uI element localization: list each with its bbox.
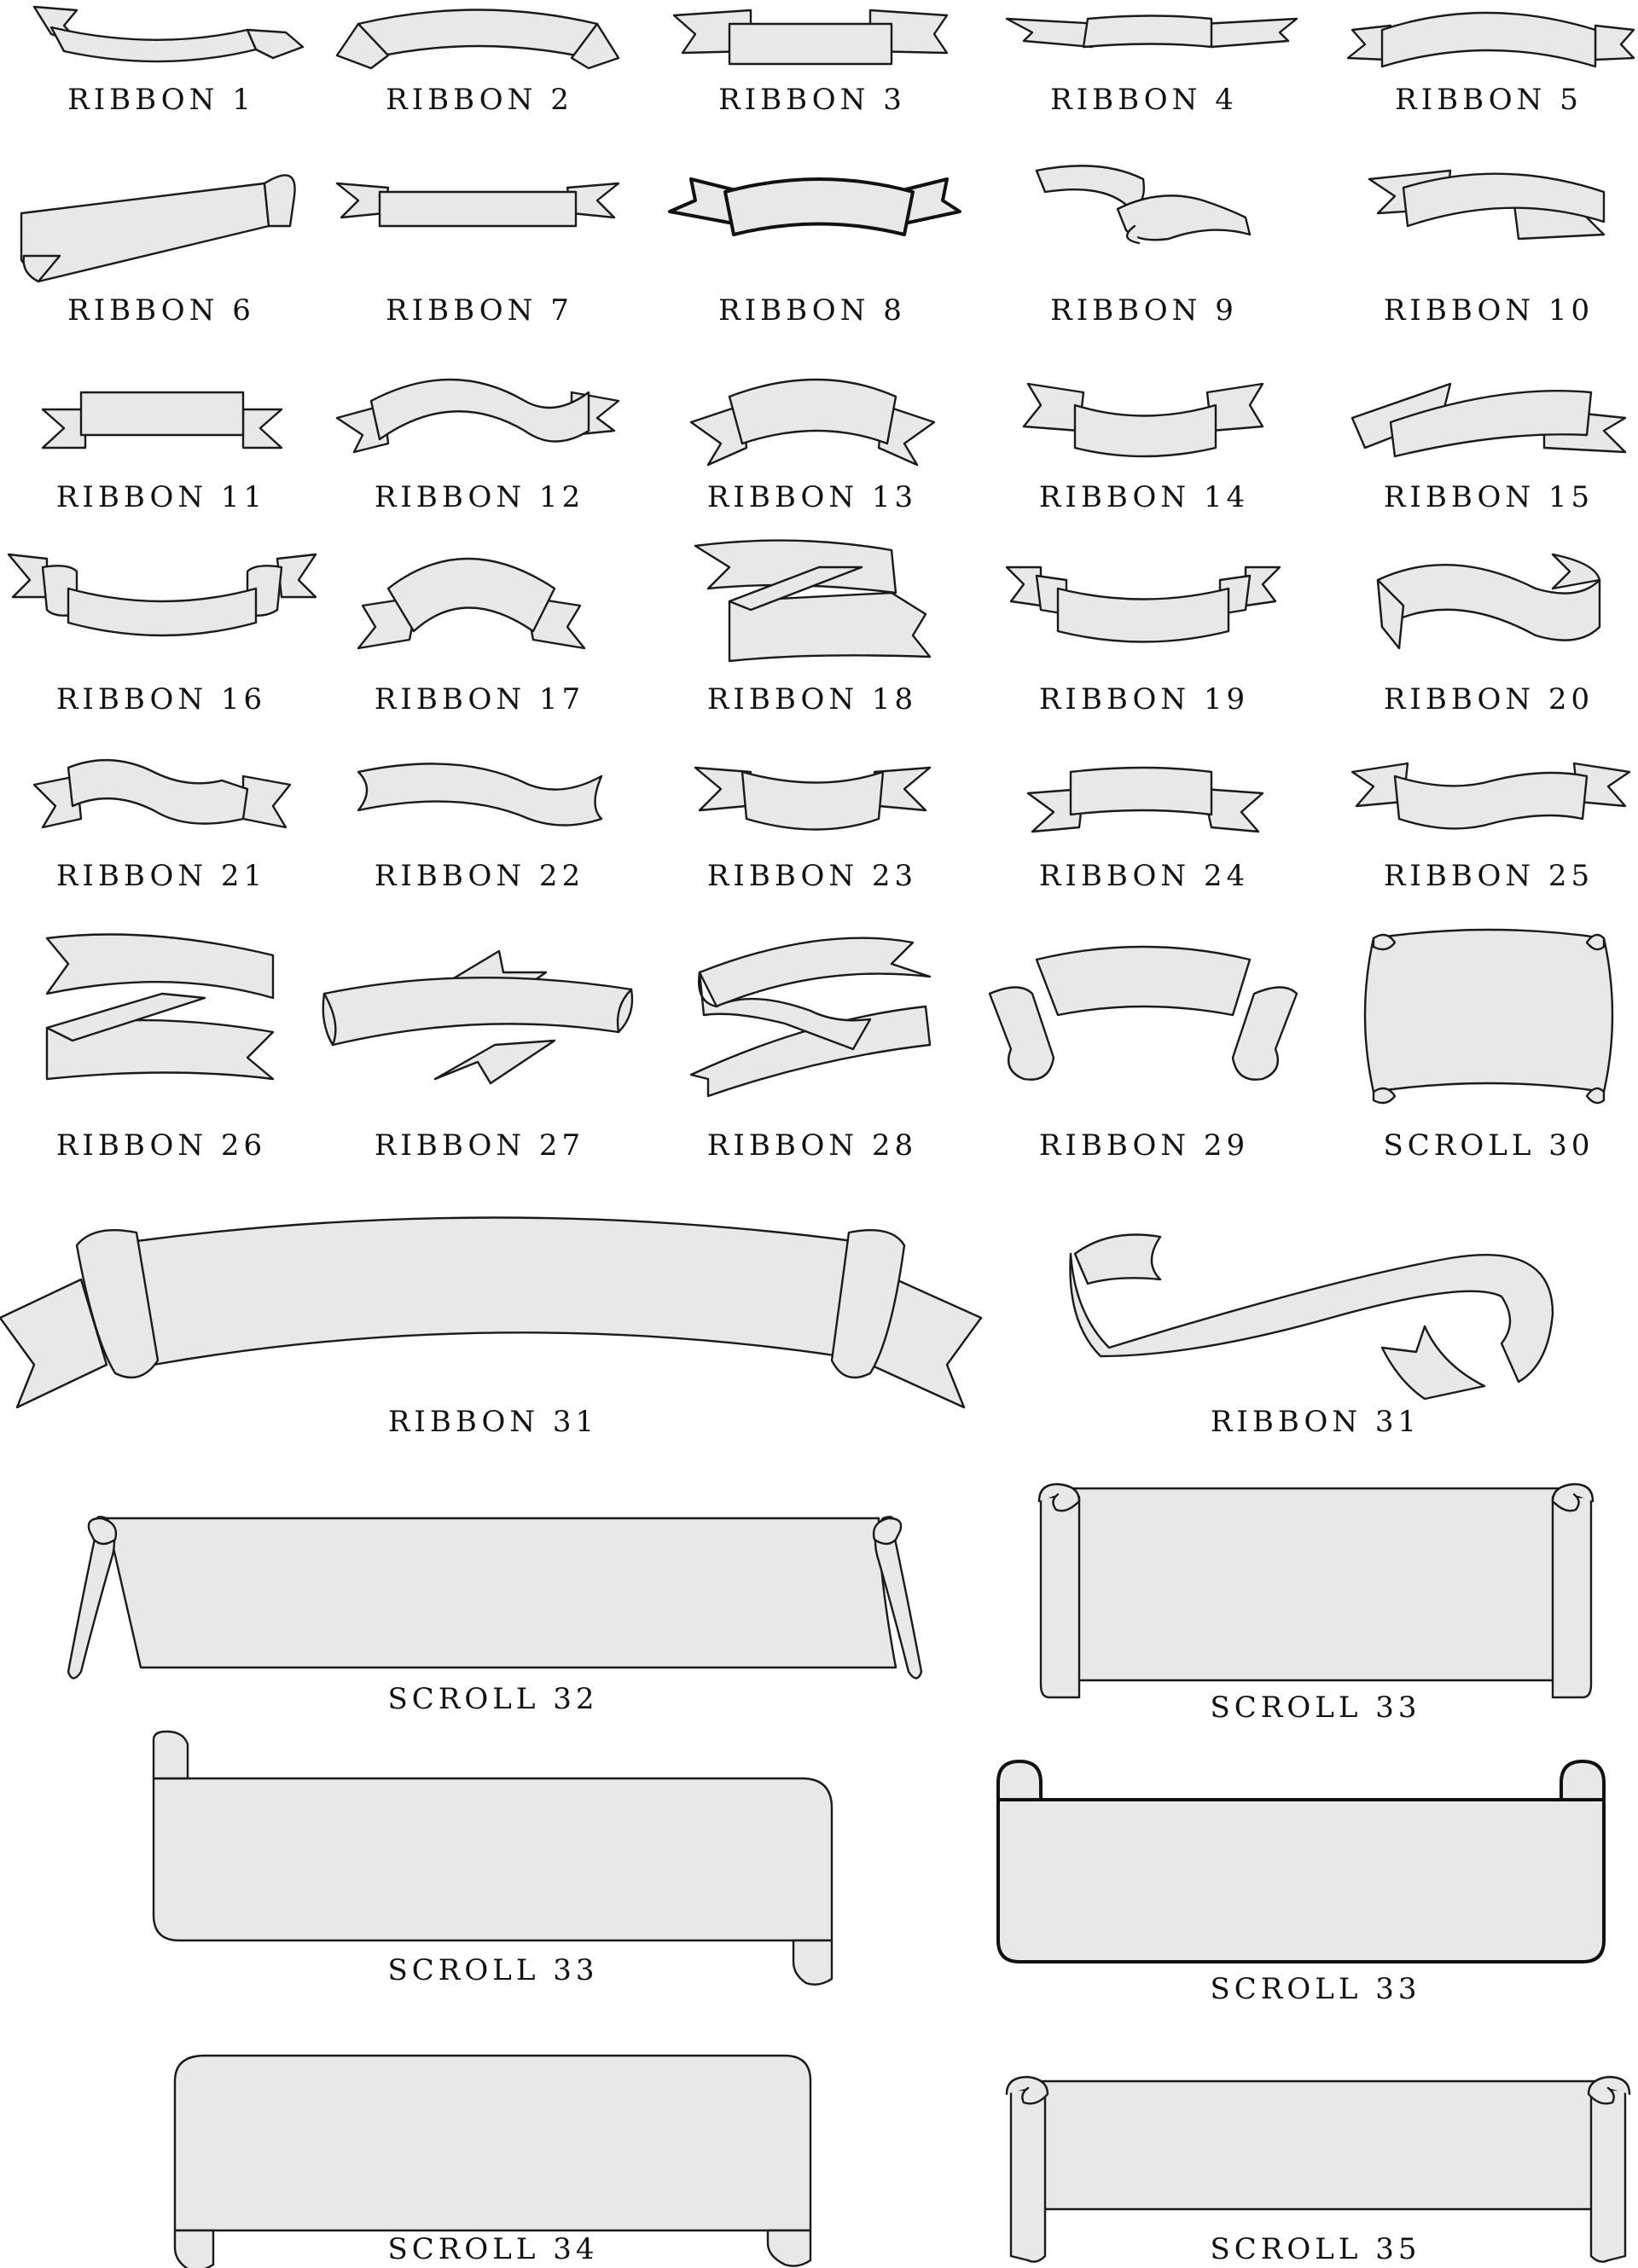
ribbon-7-graphic: [335, 182, 620, 228]
label-ribbon-9: RIBBON 9: [1050, 293, 1238, 328]
label-ribbon-24: RIBBON 24: [1038, 859, 1250, 893]
ribbon-31-left-graphic: [0, 1216, 983, 1409]
label-ribbon-25: RIBBON 25: [1383, 859, 1594, 893]
label-ribbon-15: RIBBON 15: [1383, 480, 1594, 514]
ribbon-3-graphic: [672, 9, 949, 66]
label-ribbon-26: RIBBON 26: [55, 1128, 267, 1163]
label-scroll-30: SCROLL 30: [1383, 1128, 1594, 1163]
ribbon-26-graphic: [45, 933, 275, 1081]
label-scroll-34: SCROLL 34: [387, 2232, 599, 2266]
ribbon-1-graphic: [32, 5, 305, 63]
ribbon-29-graphic: [988, 945, 1298, 1081]
label-scroll-35: SCROLL 35: [1210, 2232, 1421, 2266]
ribbon-2-graphic: [335, 9, 620, 70]
scroll-30-graphic: [1363, 928, 1614, 1105]
label-scroll-33-a: SCROLL 33: [1210, 1691, 1421, 1725]
ribbon-15-graphic: [1350, 382, 1627, 458]
label-ribbon-14: RIBBON 14: [1038, 480, 1250, 514]
label-ribbon-21: RIBBON 21: [55, 859, 267, 893]
ribbon-10-graphic: [1368, 169, 1606, 241]
label-scroll-33-b: SCROLL 33: [387, 1953, 599, 1987]
ribbon-28-graphic: [689, 937, 932, 1098]
label-ribbon-17: RIBBON 17: [374, 682, 585, 716]
ribbon-14-graphic: [1022, 382, 1264, 458]
label-scroll-32: SCROLL 32: [387, 1682, 599, 1716]
label-ribbon-31-left: RIBBON 31: [387, 1405, 599, 1439]
label-ribbon-3: RIBBON 3: [718, 83, 906, 117]
label-ribbon-7: RIBBON 7: [386, 293, 573, 328]
scroll-35-graphic: [1005, 2075, 1631, 2263]
ribbon-20-graphic: [1376, 553, 1601, 650]
label-scroll-33-c: SCROLL 33: [1210, 1972, 1421, 2006]
ribbon-23-graphic: [694, 766, 932, 831]
label-ribbon-13: RIBBON 13: [706, 480, 918, 514]
ribbon-24-graphic: [1026, 766, 1264, 833]
label-ribbon-29: RIBBON 29: [1038, 1128, 1250, 1163]
ribbon-5-graphic: [1346, 11, 1635, 68]
label-ribbon-10: RIBBON 10: [1383, 293, 1594, 328]
ribbon-6-graphic: [20, 174, 296, 283]
label-ribbon-12: RIBBON 12: [374, 480, 585, 514]
label-ribbon-20: RIBBON 20: [1383, 682, 1594, 716]
ribbon-8-graphic: [668, 177, 961, 236]
ribbon-13-graphic: [689, 378, 936, 467]
ribbon-18-graphic: [694, 539, 932, 663]
label-ribbon-16: RIBBON 16: [55, 682, 267, 716]
label-ribbon-2: RIBBON 2: [386, 83, 573, 117]
label-ribbon-28: RIBBON 28: [706, 1128, 918, 1163]
ribbon-9-graphic: [1035, 165, 1252, 245]
label-ribbon-4: RIBBON 4: [1050, 83, 1238, 117]
scroll-33-c-graphic: [996, 1760, 1606, 1963]
ribbon-22-graphic: [357, 763, 603, 827]
scroll-33-a-graphic: [1037, 1482, 1594, 1699]
label-ribbon-22: RIBBON 22: [374, 859, 585, 893]
ribbon-19-graphic: [1005, 566, 1281, 643]
ribbon-25-graphic: [1350, 762, 1631, 830]
label-ribbon-19: RIBBON 19: [1038, 682, 1250, 716]
label-ribbon-5: RIBBON 5: [1395, 83, 1583, 117]
scroll-32-graphic: [67, 1516, 923, 1679]
ribbon-12-graphic: [335, 378, 620, 454]
label-ribbon-11: RIBBON 11: [55, 480, 267, 514]
label-ribbon-27: RIBBON 27: [374, 1128, 585, 1163]
label-ribbon-1: RIBBON 1: [67, 83, 255, 117]
label-ribbon-18: RIBBON 18: [706, 682, 918, 716]
scroll-33-b-graphic: [152, 1730, 834, 1986]
scroll-34-graphic: [173, 2054, 812, 2268]
label-ribbon-31-right: RIBBON 31: [1210, 1405, 1421, 1439]
ribbon-4-graphic: [1005, 15, 1298, 49]
ribbon-27-graphic: [322, 949, 634, 1085]
ribbon-17-graphic: [357, 557, 586, 650]
label-ribbon-8: RIBBON 8: [718, 293, 906, 328]
ribbon-16-graphic: [7, 553, 317, 637]
label-ribbon-6: RIBBON 6: [67, 293, 255, 328]
ribbon-31-right-graphic: [1069, 1233, 1554, 1401]
ribbon-11-graphic: [41, 391, 283, 450]
label-ribbon-23: RIBBON 23: [706, 859, 918, 893]
ribbon-21-graphic: [32, 758, 292, 829]
